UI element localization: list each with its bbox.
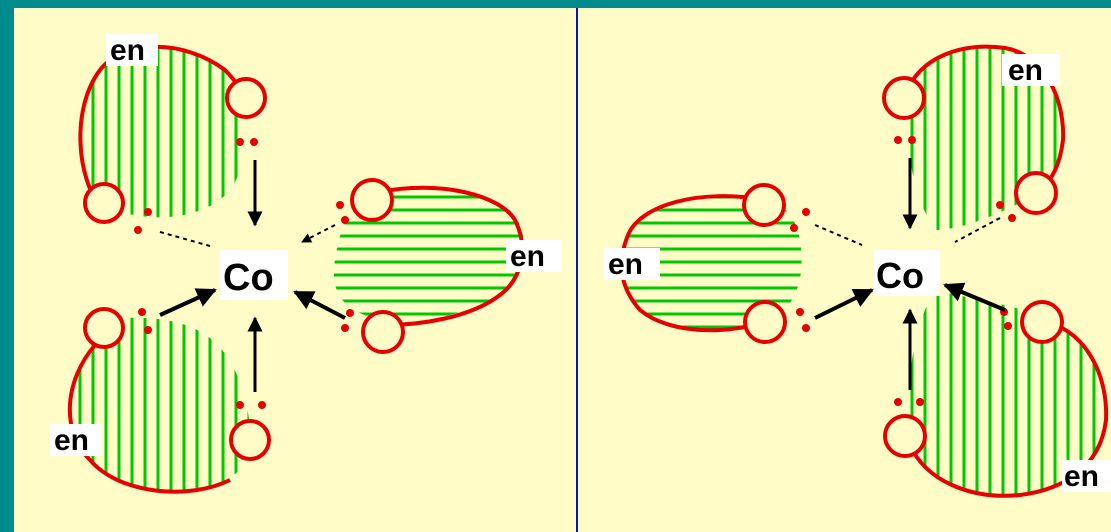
lone-pair-dot <box>1004 322 1012 330</box>
coordinate-bond-hashed <box>159 231 211 247</box>
metal-center: Co <box>874 250 940 296</box>
lone-pair-dot <box>802 208 810 216</box>
coordinate-bond-arrow <box>814 288 874 320</box>
left-isomer: en en <box>50 34 562 494</box>
lone-pair-dot <box>236 138 244 146</box>
lone-pair-dot <box>144 326 152 334</box>
lone-pair-dot <box>236 401 244 409</box>
lone-pair-dot <box>144 208 152 216</box>
donor-atom-ring <box>883 414 927 458</box>
lone-pair-dot <box>134 226 142 234</box>
lone-pair-dot <box>341 216 349 224</box>
ligand-label: en <box>110 34 145 67</box>
lone-pair-dot <box>341 324 349 332</box>
lone-pair-dot <box>908 136 916 144</box>
donor-atom-ring <box>361 310 405 354</box>
ligand-label: en <box>54 424 89 457</box>
metal-label: Co <box>223 257 274 299</box>
lone-pair-dot <box>916 398 924 406</box>
metal-center: Co <box>220 250 288 300</box>
lone-pair-dot <box>796 308 804 316</box>
ligand-label: en <box>510 240 545 273</box>
donor-atom-ring <box>1020 300 1064 344</box>
coordinate-bond-arrow <box>293 290 346 320</box>
donor-atom-ring <box>743 300 787 344</box>
ligand-bottom-left: en <box>50 288 271 494</box>
ligand-top-left: en <box>78 34 267 247</box>
ligand-top-right: en <box>882 44 1066 243</box>
coordinate-bond-arrow <box>943 282 1006 312</box>
donor-atom-ring <box>229 419 271 461</box>
ligand-left: en <box>604 183 874 344</box>
coordinate-bond-arrow <box>159 288 217 317</box>
lone-pair-dot <box>790 224 798 232</box>
coordinate-bond-hashed <box>301 224 336 243</box>
donor-atom-ring <box>83 307 125 349</box>
donor-atom-ring <box>1014 171 1058 215</box>
metal-label: Co <box>876 255 924 296</box>
donor-atom-ring <box>742 183 786 227</box>
lone-pair-dot <box>894 136 902 144</box>
lone-pair-dot <box>336 201 344 209</box>
ligand-label: en <box>608 248 643 281</box>
lone-pair-dot <box>250 138 258 146</box>
lone-pair-dot <box>1008 214 1016 222</box>
donor-atom-ring <box>225 77 267 119</box>
donor-atom-ring <box>350 178 394 222</box>
ligand-label: en <box>1064 460 1099 493</box>
donor-atom-ring <box>882 76 926 120</box>
lone-pair-dot <box>996 201 1004 209</box>
lone-pair-dot <box>258 401 266 409</box>
lone-pair-dot <box>894 398 902 406</box>
lone-pair-dot <box>802 324 810 332</box>
lone-pair-dot <box>346 309 354 317</box>
right-isomer: en en <box>604 44 1111 498</box>
donor-atom-ring <box>83 182 125 224</box>
coordinate-bond-hashed <box>814 224 863 246</box>
ligand-bottom-right: en <box>883 282 1111 498</box>
ligand-right: en <box>293 178 562 354</box>
lone-pair-dot <box>138 308 146 316</box>
coordinate-bond-hashed <box>954 217 1001 243</box>
ligand-label: en <box>1008 54 1043 87</box>
